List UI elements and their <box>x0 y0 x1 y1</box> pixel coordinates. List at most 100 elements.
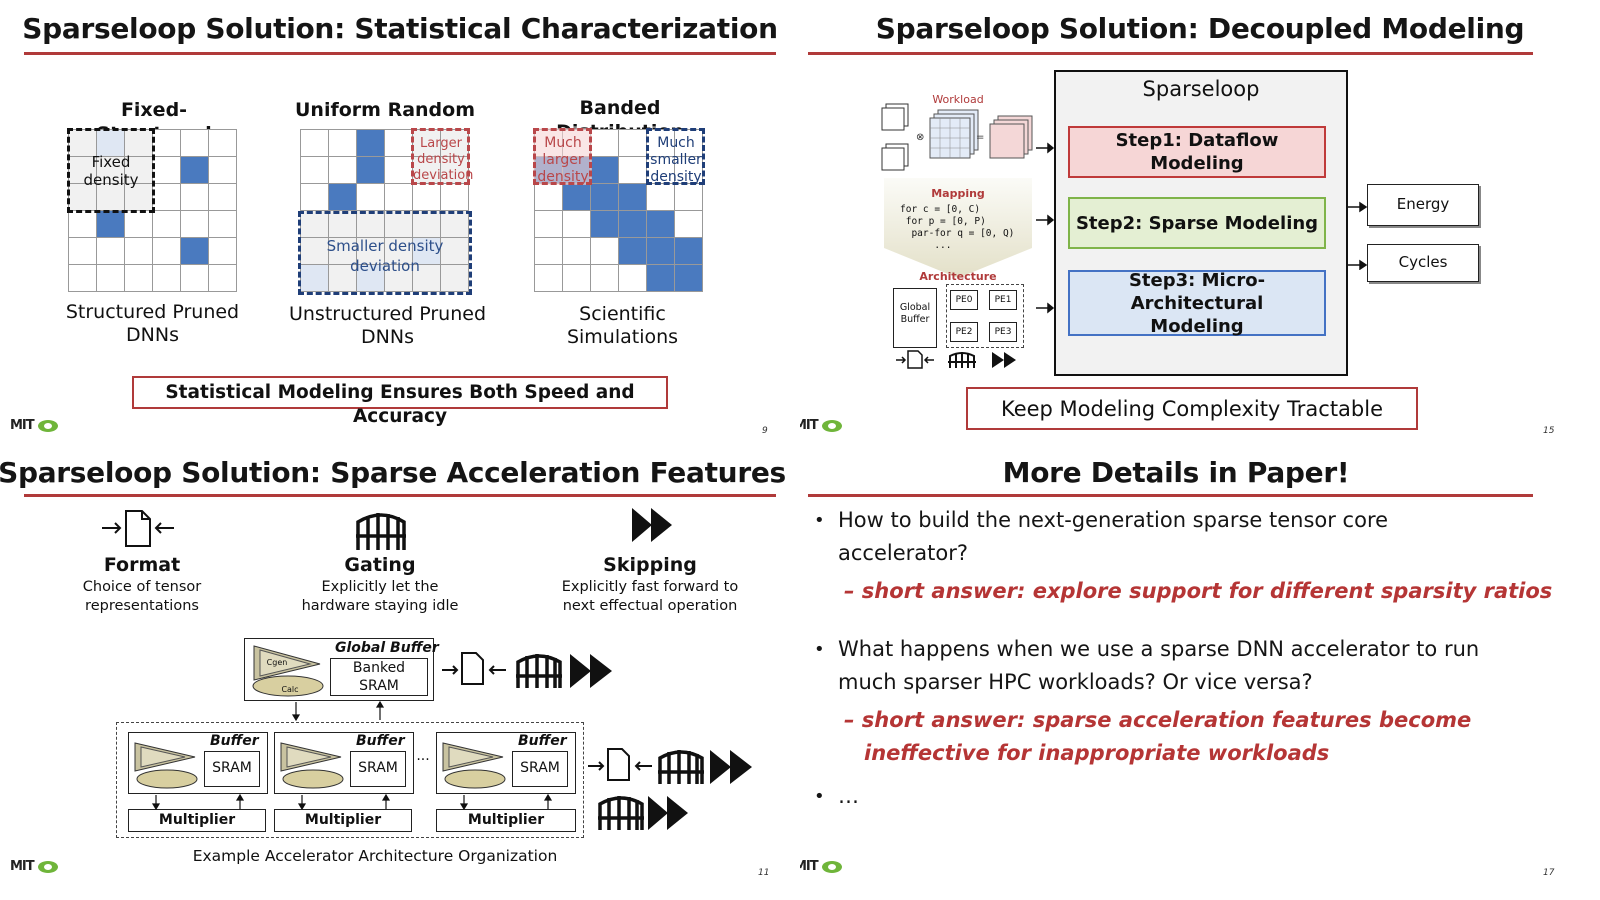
global-buffer-label: Global Buffer <box>335 640 439 656</box>
pe-box: PE1 <box>989 290 1017 310</box>
uniform-random-grid <box>300 129 469 292</box>
column-caption-line2: DNNs <box>126 324 179 346</box>
slide-title: Sparseloop Solution: Decoupled Modeling <box>875 12 1525 45</box>
answer-2-line1: – short answer: sparse acceleration feat… <box>844 708 1472 732</box>
energy-output: Energy <box>1367 184 1479 226</box>
answer-1: – short answer: explore support for diff… <box>844 579 1553 603</box>
sparseloop-title: Sparseloop <box>1142 77 1260 101</box>
workload-label: Workload <box>932 93 984 106</box>
title-underline <box>24 494 776 497</box>
slide-title: Sparseloop Solution: Sparse Acceleration… <box>0 456 786 489</box>
fixed-density-box <box>67 128 155 213</box>
question-2-line2: much sparser HPC workloads? Or vice vers… <box>838 670 1313 694</box>
nvidia-eye-icon <box>821 860 842 873</box>
feature-name: Skipping <box>603 554 697 576</box>
column-heading: Uniform Random <box>295 99 475 121</box>
banner-text: Keep Modeling Complexity Tractable <box>1000 397 1384 421</box>
mapping-label: Mapping <box>931 187 985 200</box>
gate-icon <box>948 352 976 368</box>
mapping-code: for c = [0, C) for p = [0, P) par-for q … <box>900 204 1015 251</box>
input-arrows <box>1036 142 1054 314</box>
svg-text:⊗: ⊗ <box>916 132 924 143</box>
buffer-label: Buffer <box>356 733 405 749</box>
banked-label: Banked <box>352 660 406 676</box>
feature-name: Format <box>103 554 181 576</box>
mit-nvidia-logo: MIT <box>10 859 58 874</box>
mit-logo: MIT <box>10 859 35 874</box>
buffer-label: Buffer <box>210 733 259 749</box>
cgen-calc-unit <box>134 742 198 789</box>
sram-box: SRAM <box>350 751 406 787</box>
banked-sram-box <box>330 658 428 696</box>
question-1-line1: How to build the next-generation sparse … <box>838 508 1389 532</box>
fixed-density-note: Fixed density <box>83 153 139 189</box>
gate-icon <box>356 513 406 550</box>
feature-desc: representations <box>85 598 199 614</box>
column-caption-line2: DNNs <box>361 326 414 348</box>
inputs-panel: ⊗ = <box>881 103 1033 278</box>
feature-desc: next effectual operation <box>562 598 738 614</box>
global-buffer-label: Global Buffer <box>899 302 931 325</box>
column-caption-line2: Simulations <box>566 326 679 348</box>
pe-box: PE3 <box>989 322 1017 342</box>
page-number: 15 <box>1543 426 1555 436</box>
calc-label: Calc <box>281 685 299 694</box>
feature-name: Gating <box>344 554 416 576</box>
fixed-structured-grid <box>68 129 237 292</box>
nvidia-eye-icon <box>37 860 58 873</box>
fast-forward-icon <box>632 508 672 542</box>
mit-nvidia-logo: MIT <box>800 859 842 874</box>
mit-logo: MIT <box>800 859 819 874</box>
slide-more-details: More Details in Paper! • How to build th… <box>800 450 1600 900</box>
format-icon <box>896 350 934 369</box>
more-item: … <box>838 784 859 808</box>
much-smaller-density-note: Much smaller density <box>650 135 702 185</box>
banner-box <box>966 387 1418 430</box>
bullet-dot: • <box>814 639 825 660</box>
svg-text:=: = <box>976 132 984 143</box>
pe-array-feature-icons <box>588 748 752 784</box>
much-larger-density-note: Much larger density <box>537 135 589 185</box>
architecture-caption: Example Accelerator Architecture Organiz… <box>192 847 558 865</box>
page-number: 9 <box>762 426 768 436</box>
step1-box: Step1: Dataflow Modeling <box>1068 126 1326 178</box>
cgen-calc-unit <box>280 742 344 789</box>
sram-box: SRAM <box>204 751 260 787</box>
slide-title: More Details in Paper! <box>1002 456 1350 489</box>
bus-arrows <box>291 700 385 722</box>
banner-text: Statistical Modeling Ensures Both Speed … <box>165 382 635 427</box>
cgen-calc-unit <box>442 742 506 789</box>
pe-array <box>116 722 584 838</box>
format-icon <box>102 510 174 547</box>
slide-sparse-acceleration-features: Sparseloop Solution: Sparse Acceleration… <box>0 450 800 900</box>
title-underline <box>808 52 1533 55</box>
title-underline <box>808 494 1533 497</box>
nvidia-eye-icon <box>37 419 58 432</box>
page-number: 17 <box>1543 868 1555 878</box>
smaller-deviation-box <box>298 211 472 295</box>
step2-box: Step2: Sparse Modeling <box>1068 197 1326 249</box>
page-number: 11 <box>758 868 770 878</box>
title-underline <box>24 52 776 55</box>
fast-forward-icon <box>992 352 1016 368</box>
buffer-label: Buffer <box>518 733 567 749</box>
buffer-multiplier-arrows <box>151 794 553 810</box>
pe-array-box <box>946 284 1024 348</box>
feature-desc: Explicitly fast forward to <box>561 579 739 595</box>
larger-deviation-box <box>411 128 470 185</box>
feature-desc: Explicitly let the <box>321 579 439 595</box>
pe-box: PE0 <box>950 290 978 310</box>
ellipsis: ... <box>416 748 430 764</box>
column-caption-line1: Unstructured Pruned <box>288 303 487 325</box>
bullet-dot: • <box>814 510 825 531</box>
question-1-line2: accelerator? <box>838 541 968 565</box>
mit-nvidia-logo: MIT <box>10 418 58 433</box>
cycles-output: Cycles <box>1367 244 1479 282</box>
global-buffer-box <box>893 288 937 348</box>
mit-nvidia-logo: MIT <box>800 418 842 433</box>
larger-deviation-note: Larger density deviation <box>413 136 474 183</box>
column-caption-line1: Structured Pruned <box>65 301 240 323</box>
nvidia-eye-icon <box>821 419 842 432</box>
feature-desc: hardware staying idle <box>301 598 459 614</box>
architecture-label: Architecture <box>919 270 997 283</box>
